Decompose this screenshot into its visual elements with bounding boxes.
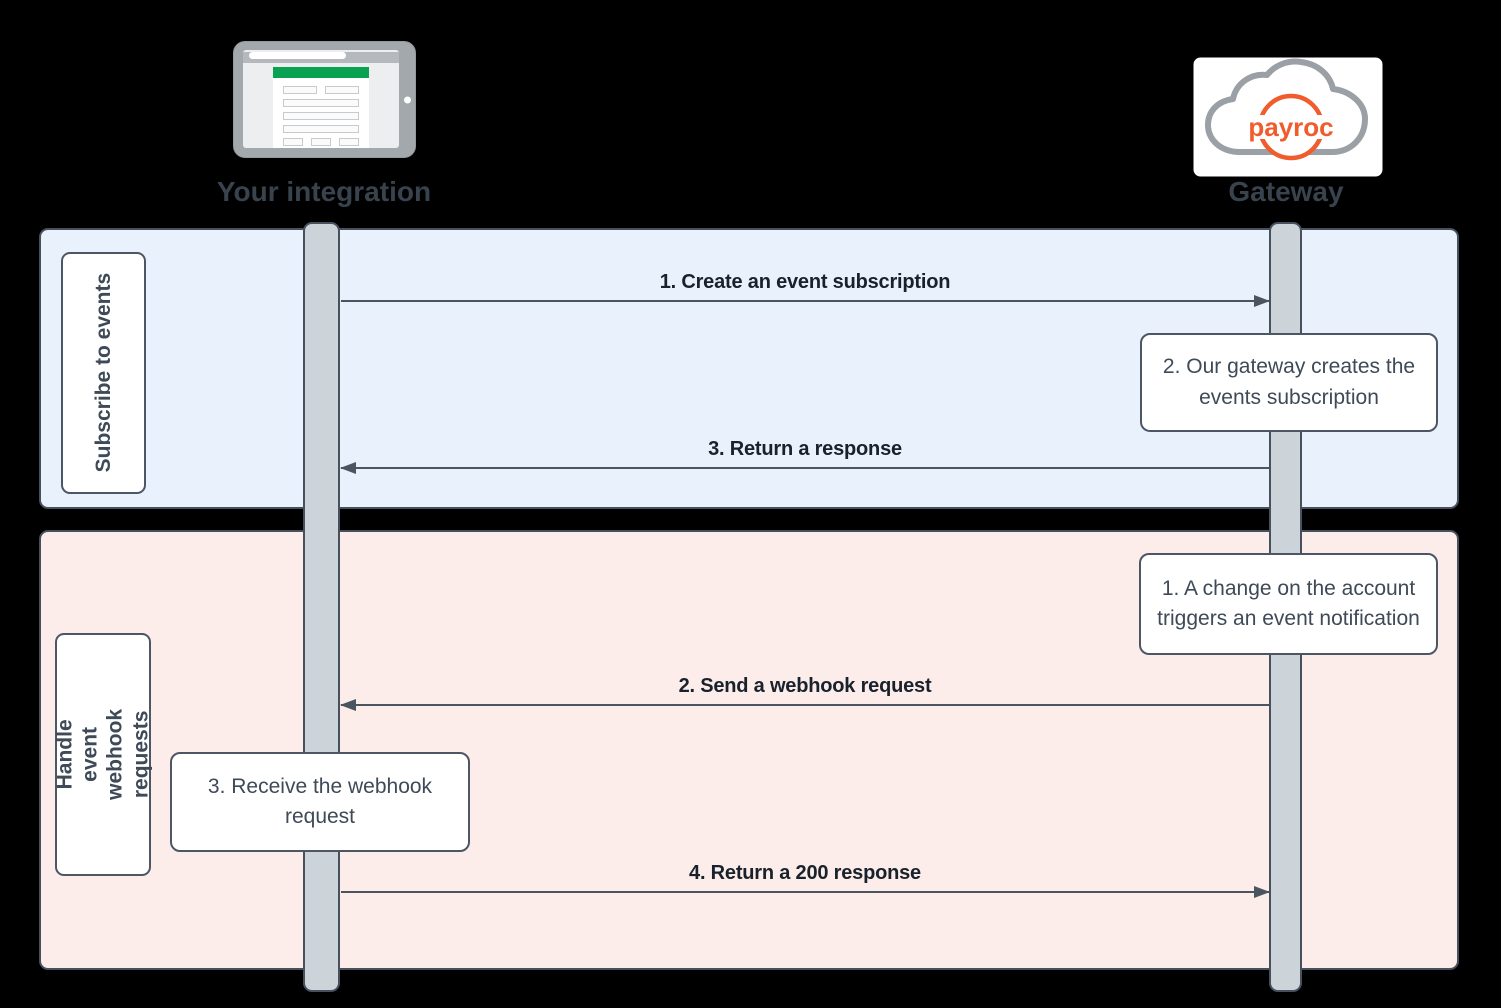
form-header-bar — [273, 67, 369, 78]
form-field — [283, 99, 359, 107]
form-field — [325, 86, 359, 94]
form-field — [283, 112, 359, 120]
actor-label-gateway: Gateway — [1228, 176, 1344, 207]
browser-screen — [243, 50, 399, 148]
message-label: 2. Send a webhook request — [678, 675, 932, 697]
lane-label-text: Handle event webhook requests — [53, 709, 153, 801]
note-receive-webhook-request: 3. Receive the webhook request — [170, 752, 470, 852]
payroc-cloud-logo: payroc — [1193, 57, 1383, 177]
actor-label-your-integration: Your integration — [216, 176, 432, 207]
lane-label-text: Subscribe to events — [91, 273, 115, 473]
message-label: 1. Create an event subscription — [659, 271, 951, 293]
note-account-change-triggers-event: 1. A change on the account triggers an e… — [1139, 553, 1438, 655]
message-label: 3. Return a response — [708, 438, 902, 460]
form-field — [283, 125, 359, 133]
tablet-camera-dot — [404, 96, 411, 103]
lane-label-subscribe-to-events: Subscribe to events — [61, 252, 146, 494]
form-field — [311, 138, 331, 146]
browser-url-pill — [249, 52, 346, 59]
payroc-wordmark: payroc — [1248, 112, 1333, 142]
message-label: 4. Return a 200 response — [689, 862, 921, 884]
form-fields — [273, 78, 369, 148]
arrow-right-icon — [341, 295, 1270, 307]
browser-form-icon — [233, 41, 416, 158]
browser-form-page — [273, 67, 369, 148]
arrow-left-icon — [340, 462, 1269, 474]
form-field — [339, 138, 359, 146]
arrow-right-icon — [341, 886, 1270, 898]
note-gateway-creates-subscription: 2. Our gateway creates the events subscr… — [1140, 333, 1438, 432]
form-field — [283, 138, 303, 146]
arrow-left-icon — [340, 699, 1269, 711]
browser-address-bar — [243, 52, 399, 63]
form-field — [283, 86, 317, 94]
lane-label-handle-webhook-requests: Handle event webhook requests — [53, 633, 153, 876]
lifeline-your-integration — [303, 222, 340, 992]
